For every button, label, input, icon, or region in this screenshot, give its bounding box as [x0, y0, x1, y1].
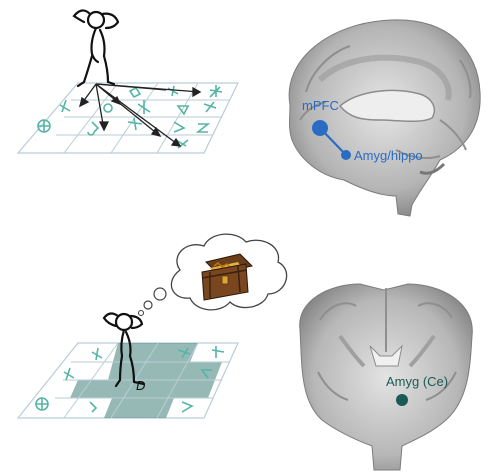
amyg-ce-node: [396, 394, 408, 406]
sagittal-brain: [288, 19, 481, 217]
bottom-grid: [16, 342, 239, 419]
amyg-ce-label: Amyg (Ce): [386, 374, 448, 389]
top-grid: [16, 82, 239, 154]
amyg-hippo-node: [341, 150, 351, 160]
grid-letter: D: [136, 378, 145, 393]
treasure-chest-icon: [201, 253, 253, 301]
mpfc-label: mPFC: [302, 98, 339, 113]
mpfc-node: [312, 120, 328, 136]
top-stick-figure: [72, 9, 120, 88]
amyg-hippo-label: Amyg/hippo: [354, 148, 423, 163]
coronal-brain: [299, 283, 473, 471]
bottom-stick-figure: [102, 312, 146, 388]
